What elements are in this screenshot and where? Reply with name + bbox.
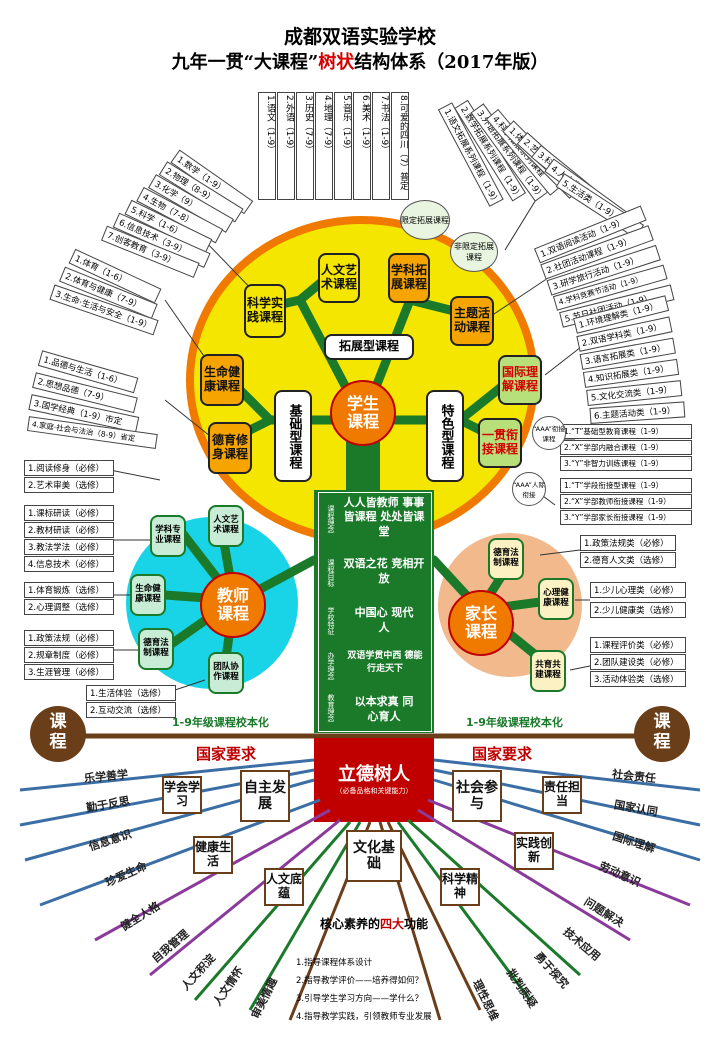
list-item: 1.语文（1-9） — [258, 92, 276, 200]
trunk-text: 双语学贯中西 德能行走天下 — [347, 651, 423, 674]
trunk-text: 以本求真 同心育人 — [354, 695, 414, 724]
list-item: 3.“Y”学部家长衔接课程（1-9） — [560, 510, 692, 525]
life-course-node: 生命健康课程 — [200, 354, 244, 406]
responsibility-node: 责任担当 — [542, 776, 582, 814]
list-item: 2.德育人文类（选修） — [580, 552, 676, 568]
self-development-node: 自主发展 — [240, 770, 290, 822]
list-item: 5.音乐（1-9） — [334, 92, 352, 200]
special-course-label: 特色型课程 — [426, 390, 464, 482]
list-item: 1.政策法规类（必修） — [580, 535, 676, 551]
teacher-arts-node: 人文艺术课程 — [208, 505, 244, 547]
list-item: 1.“T”基础型教育课程（1-9） — [560, 424, 692, 439]
parent-course-center: 家长课程 — [448, 590, 514, 656]
list-item: 2.“X”学部教师衔接课程（1-9） — [560, 494, 692, 509]
social-participation-node: 社会参与 — [452, 770, 502, 822]
list-item: 2.团队建设类（必修） — [590, 654, 686, 670]
list-item: 1.课标研读（必修） — [24, 505, 114, 521]
trunk-text: 中国心 现代人 — [354, 606, 414, 635]
function-item: 4.指导教学实践，引领教师专业发展 — [296, 1012, 432, 1022]
root-left-label: 课程 — [49, 712, 67, 753]
list-item: 3.生涯管理（必修） — [24, 664, 114, 680]
teacher-life-node: 生命健康课程 — [130, 574, 166, 616]
science-course-node: 科学实践课程 — [244, 284, 286, 338]
teacher-subject-node: 学科专业课程 — [150, 515, 186, 557]
trunk-text: 人人皆教师 事事皆课程 处处皆课堂 — [343, 496, 425, 538]
functions-title: 核心素养的四大功能 — [319, 917, 429, 931]
unlimited-extend-bubble: 非限定拓展课程 — [450, 232, 498, 272]
limited-extend-bubble: 限定拓展课程 — [400, 200, 450, 240]
core-title: 立德树人 — [338, 764, 410, 785]
teacher-team-node: 团队协作课程 — [208, 652, 244, 694]
culture-foundation-node: 文化基础 — [346, 830, 402, 882]
humanities-node: 人文底蕴 — [264, 868, 304, 906]
teacher-course-center: 教师课程 — [200, 572, 266, 638]
national-left: 国家要求 — [196, 745, 257, 763]
root-right-label: 课程 — [653, 712, 671, 753]
list-item: 2.规章制度（必修） — [24, 647, 114, 663]
list-item: 2.心理调整（选修） — [24, 599, 114, 615]
list-item: 4.信息技术（必修） — [24, 556, 114, 572]
practice-innovation-node: 实践创新 — [514, 832, 554, 870]
list-item: 1.课程评价类（必修） — [590, 637, 686, 653]
healthy-life-node: 健康生活 — [193, 836, 233, 874]
learn-to-learn-node: 学会学习 — [162, 776, 202, 814]
list-item: 6.美术（1-9） — [353, 92, 371, 200]
trunk-text: 双语之花 竞相开放 — [343, 557, 425, 586]
list-item: 3.教法学法（必修） — [24, 539, 114, 555]
student-course-center: 学生课程 — [330, 380, 396, 446]
science-spirit-node: 科学精神 — [440, 868, 480, 906]
list-item: 4.地理（7-9） — [315, 92, 333, 200]
trunk-side-label: 教育理念 — [327, 694, 335, 722]
list-item: 1.阅读修身（必修） — [24, 460, 114, 476]
title-line-2: 九年一贯“大课程”树状结构体系（2017年版） — [171, 52, 549, 73]
arts-course-node: 人文艺术课程 — [318, 253, 360, 303]
extend-course-label: 拓展型课程 — [324, 334, 414, 360]
link-course-node: 一贯衔接课程 — [478, 418, 522, 468]
list-item: 3.历史（7-9） — [296, 92, 314, 200]
list-item: 2.少儿健康类（选修） — [590, 602, 686, 618]
subject-course-node: 学科拓展课程 — [388, 253, 430, 303]
list-item: 2.教材研读（必修） — [24, 522, 114, 538]
list-item: 7.书法（1-9） — [372, 92, 390, 200]
list-item: 3.活动体验类（选修） — [590, 671, 686, 687]
moral-course-node: 德育修身课程 — [208, 422, 252, 474]
localize-right: 1-9年级课程校本化 — [466, 716, 563, 729]
function-item: 1.指导课程体系设计 — [296, 958, 373, 968]
function-item: 3.引导学生学习方向——学什么？ — [296, 994, 424, 1004]
trunk-side-label: 课程理念 — [327, 505, 335, 533]
trunk-side-label: 学校特征 — [327, 607, 335, 635]
list-item: 3.“Y”非智力训练课程（1-9） — [560, 456, 692, 471]
trunk-side-label: 办学理念 — [327, 652, 335, 680]
list-item: 2.艺术审美（选修） — [24, 477, 114, 493]
list-item: 2.外语（1-9） — [277, 92, 295, 200]
aaa-bubble: “AAA”衔接课程 — [532, 416, 566, 450]
trunk-side-label: 课程目标 — [327, 559, 335, 587]
basic-course-label: 基础型课程 — [274, 390, 312, 482]
list-item: 1.政策法规（必修） — [24, 630, 114, 646]
list-item: 8.可爱的四川（7）普定 — [391, 92, 409, 200]
function-item: 2.指导教学评价——培养得如何？ — [296, 976, 424, 986]
list-item: 1.体育锻炼（选修） — [24, 582, 114, 598]
list-item: 1.“T”学段衔接型课程（1-9） — [560, 478, 692, 493]
localize-left: 1-9年级课程校本化 — [172, 716, 269, 729]
core-subtitle: （必备品格和关键能力） — [335, 787, 413, 795]
national-right: 国家要求 — [472, 745, 533, 763]
teacher-law-node: 德育法制课程 — [138, 628, 174, 670]
title-line-1: 成都双语实验学校 — [283, 26, 436, 48]
list-item: 1.生活体验（选修） — [86, 685, 176, 701]
parent-team-node: 共育共建课程 — [530, 650, 566, 692]
theme-course-node: 主题活动课程 — [450, 296, 494, 346]
list-item: 1.少儿心理类（必修） — [590, 582, 686, 598]
parent-life-node: 心理健康课程 — [538, 578, 574, 620]
intl-course-node: 国际理解课程 — [498, 355, 542, 405]
aaa2-bubble: “AAA”人际衔接 — [512, 472, 546, 506]
parent-law-node: 德育法制课程 — [488, 538, 524, 580]
list-item: 2.互动交流（选修） — [86, 702, 176, 718]
list-item: 2.“X”学部内融合课程（1-9） — [560, 440, 692, 455]
